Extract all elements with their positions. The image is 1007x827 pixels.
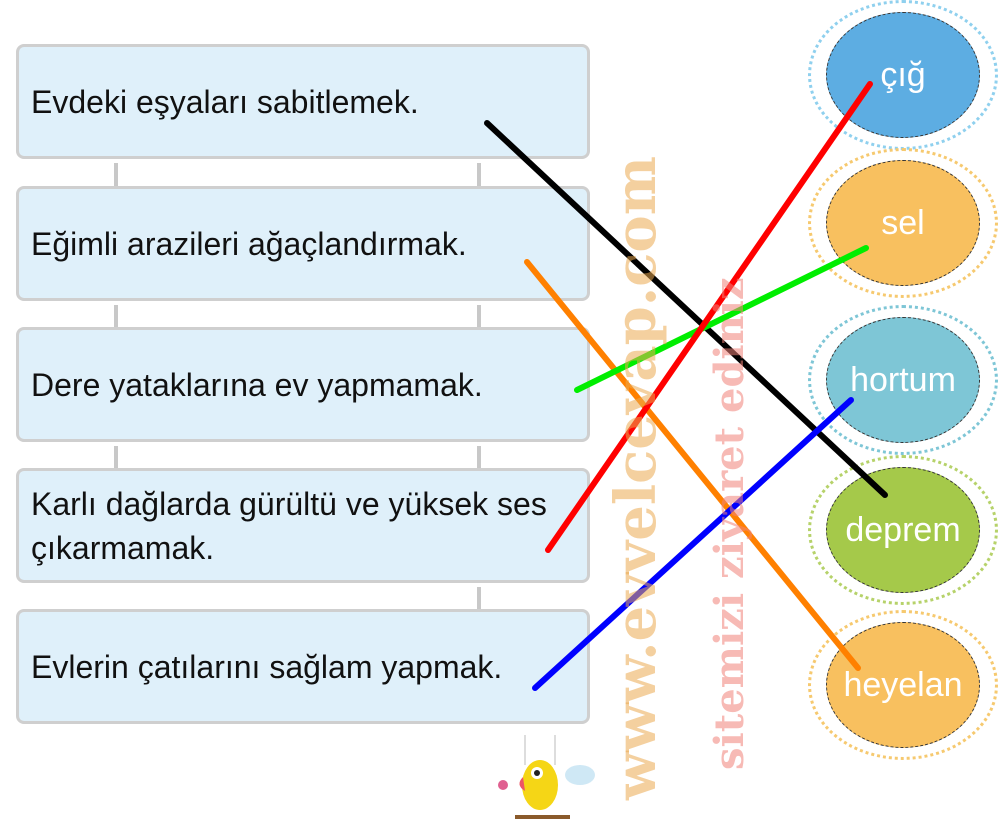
statement-box[interactable]: Evdeki eşyaları sabitlemek. [16,44,590,159]
connector [114,446,118,470]
statement-box[interactable]: Evlerin çatılarını sağlam yapmak. [16,609,590,724]
connector [477,163,481,187]
statement-box[interactable]: Dere yataklarına ev yapmamak. [16,327,590,442]
disaster-label: sel [826,160,980,286]
cloud-border [808,305,998,455]
disaster-label: heyelan [826,622,980,748]
match-line-black [484,120,888,498]
statement-text: Evlerin çatılarını sağlam yapmak. [31,648,503,685]
parrot-mascot-icon [498,735,595,819]
disaster-cloud[interactable]: deprem [808,455,998,605]
statement-box[interactable]: Eğimli arazileri ağaçlandırmak. [16,186,590,301]
cloud-border [808,610,998,760]
connector [477,446,481,470]
disaster-label: deprem [826,467,980,593]
match-line-green [574,245,869,393]
statement-box[interactable]: Karlı dağlarda gürültü ve yüksek ses çık… [16,468,590,583]
disaster-cloud[interactable]: hortum [808,305,998,455]
cloud-border [808,148,998,298]
statement-text: Evdeki eşyaları sabitlemek. [31,83,419,120]
connector [114,163,118,187]
disaster-label: hortum [826,317,980,443]
statement-text: Eğimli arazileri ağaçlandırmak. [31,225,467,262]
connector [477,587,481,611]
match-line-red [545,81,873,553]
statement-text: Karlı dağlarda gürültü ve yüksek ses çık… [31,485,547,566]
match-line-blue [532,397,854,691]
connector [114,305,118,329]
disaster-label: çığ [826,12,980,138]
disaster-cloud[interactable]: sel [808,148,998,298]
statement-text: Dere yataklarına ev yapmamak. [31,366,483,403]
connector [477,305,481,329]
match-line-orange [524,259,861,671]
cloud-border [808,455,998,605]
disaster-cloud[interactable]: heyelan [808,610,998,760]
disaster-cloud[interactable]: çığ [808,0,998,150]
